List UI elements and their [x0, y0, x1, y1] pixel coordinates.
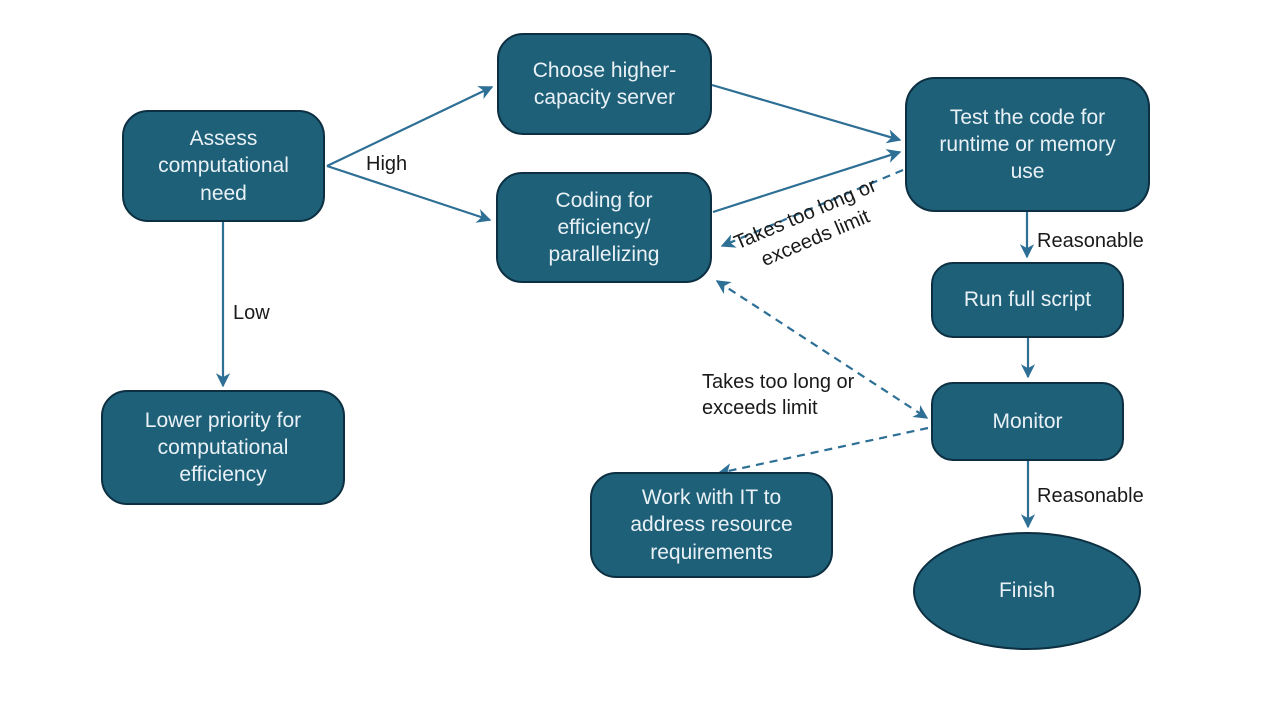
- edge-choose-server-to-test-code: [711, 83, 902, 144]
- edge-assess-to-choose-server: [326, 86, 494, 167]
- edge-test-code-to-coding: [720, 168, 904, 248]
- edge-assess-to-coding: [326, 164, 492, 223]
- node-finish: Finish: [913, 532, 1141, 650]
- edge-label-reasonable-top: Reasonable: [1037, 230, 1144, 252]
- edge-label-takes-too-long-lower: Takes too long or exceeds limit: [702, 371, 855, 419]
- edge-monitor-to-work-with-it: [717, 426, 929, 478]
- node-work-with-it: Work with IT to address resource require…: [590, 472, 833, 578]
- node-monitor: Monitor: [931, 382, 1124, 461]
- edge-label-reasonable-bottom: Reasonable: [1037, 485, 1144, 507]
- edge-label-high: High: [366, 153, 408, 175]
- node-assess-computational-need: Assess computational need: [122, 110, 325, 222]
- node-run-full-script: Run full script: [931, 262, 1124, 338]
- node-lower-priority: Lower priority for computational efficie…: [101, 390, 345, 505]
- edge-coding-to-test-code: [712, 149, 902, 214]
- node-choose-higher-capacity-server: Choose higher- capacity server: [497, 33, 712, 135]
- node-test-the-code: Test the code for runtime or memory use: [905, 77, 1150, 212]
- edge-label-low: Low: [233, 302, 270, 324]
- node-coding-for-efficiency: Coding for efficiency/ parallelizing: [496, 172, 712, 283]
